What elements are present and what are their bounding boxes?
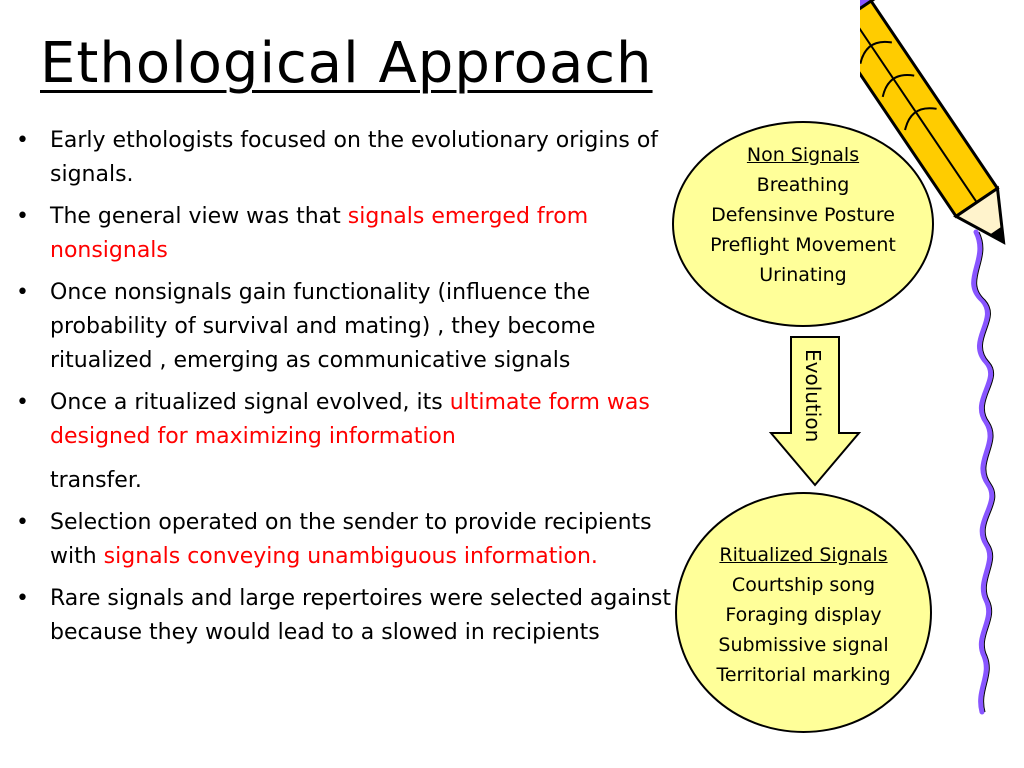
non-signals-circle: Non Signals Breathing Defensinve Posture… bbox=[672, 121, 934, 327]
bullet-highlight: ultimate form was designed for maximizin… bbox=[50, 390, 650, 449]
ritualized-signal-item: Submissive signal bbox=[718, 634, 889, 656]
bullet-marker: • bbox=[16, 390, 29, 415]
bullet-marker: • bbox=[16, 510, 29, 535]
non-signals-heading: Non Signals bbox=[746, 144, 860, 166]
non-signal-item: Defensinve Posture bbox=[711, 204, 895, 226]
bullet-item: • The general view was that signals emer… bbox=[12, 200, 672, 268]
bullet-item: • Early ethologists focused on the evolu… bbox=[12, 124, 672, 192]
ritualized-signal-item: Territorial marking bbox=[716, 664, 891, 686]
ritualized-signals-heading: Ritualized Signals bbox=[719, 544, 888, 566]
ritualized-signal-item: Foraging display bbox=[725, 604, 882, 626]
ritualized-signals-circle: Ritualized Signals Courtship song Foragi… bbox=[675, 492, 932, 733]
pencil-icon bbox=[860, 0, 1006, 715]
bullet-text-end: transfer. bbox=[50, 468, 142, 493]
ritualized-signal-item: Courtship song bbox=[731, 574, 876, 596]
bullet-marker: • bbox=[16, 128, 29, 153]
bullet-item: • Once nonsignals gain functionality (in… bbox=[12, 276, 672, 378]
bullet-highlight: signals conveying unambiguous informatio… bbox=[103, 544, 598, 569]
bullet-text: Once nonsignals gain functionality (infl… bbox=[50, 280, 596, 373]
non-signal-item: Urinating bbox=[759, 264, 847, 286]
bullet-highlight: signals emerged from nonsignals bbox=[50, 204, 589, 263]
bullet-item: • Selection operated on the sender to pr… bbox=[12, 506, 672, 574]
bullet-marker: • bbox=[16, 204, 29, 229]
non-signal-item: Preflight Movement bbox=[710, 234, 896, 256]
down-arrow-icon bbox=[768, 336, 862, 487]
bullet-text: Selection operated on the sender to prov… bbox=[50, 510, 652, 569]
bullet-list: • Early ethologists focused on the evolu… bbox=[12, 124, 672, 658]
bullet-text: The general view was that bbox=[50, 204, 348, 229]
bullet-text: Once a ritualized signal evolved, its bbox=[50, 390, 450, 415]
non-signal-item: Breathing bbox=[756, 174, 850, 196]
bullet-text: Rare signals and large repertoires were … bbox=[50, 586, 671, 645]
bullet-marker: • bbox=[16, 586, 29, 611]
slide-title: Ethological Approach bbox=[40, 31, 653, 96]
bullet-item: • Rare signals and large repertoires wer… bbox=[12, 582, 672, 650]
bullet-marker: • bbox=[16, 280, 29, 305]
bullet-item: • Once a ritualized signal evolved, its … bbox=[12, 386, 672, 498]
evolution-label: Evolution bbox=[801, 349, 825, 443]
bullet-text: Early ethologists focused on the evoluti… bbox=[50, 128, 659, 187]
